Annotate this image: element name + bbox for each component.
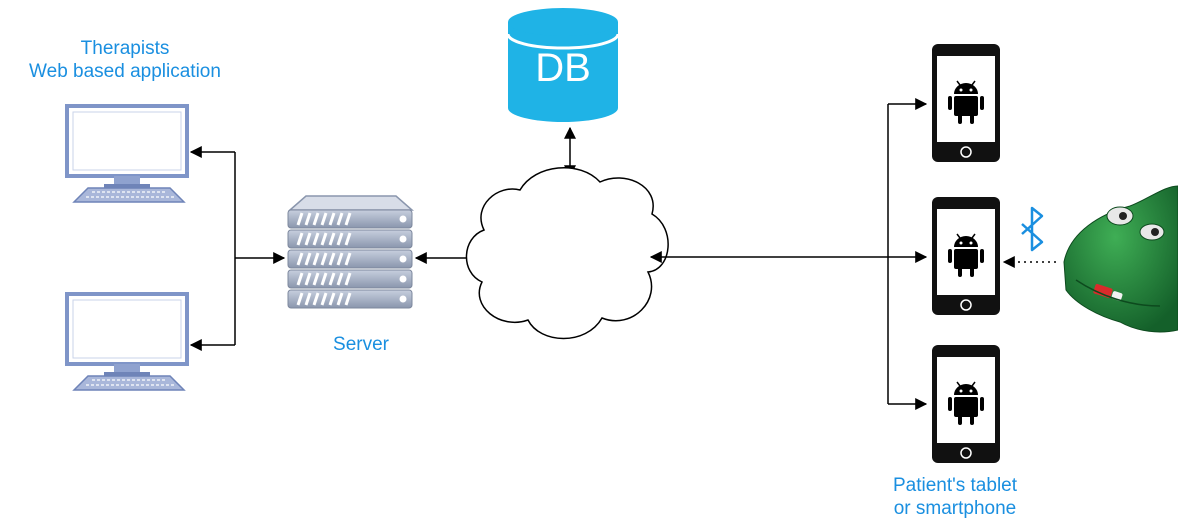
database-icon — [506, 8, 620, 122]
therapists-label-line1: Therapists — [80, 38, 170, 59]
server-label: Server — [333, 334, 389, 355]
patient-device-label: Patient's tablet or smartphone — [850, 474, 1060, 520]
workstation-2-icon — [65, 292, 189, 391]
cloud-icon — [465, 166, 669, 340]
workstation-connectors — [189, 146, 286, 351]
therapists-label-line2: Web based application — [29, 61, 221, 82]
phone-3-icon — [932, 345, 1000, 463]
phone-1-icon — [932, 44, 1000, 162]
bluetooth-icon — [1021, 206, 1044, 252]
device-connectors — [649, 98, 928, 410]
patient-label-line1: Patient's tablet — [892, 475, 1018, 496]
android-icon — [948, 80, 984, 124]
workstation-1-icon — [65, 104, 189, 203]
phone-2-icon — [932, 197, 1000, 315]
therapists-label: Therapists Web based application — [0, 37, 250, 83]
android-icon — [948, 381, 984, 425]
server-icon — [287, 195, 414, 309]
crocodile-toy-image — [1063, 185, 1178, 333]
android-icon — [948, 233, 984, 277]
patient-label-line2: or smartphone — [893, 498, 1017, 519]
database-label: DB — [535, 46, 591, 90]
